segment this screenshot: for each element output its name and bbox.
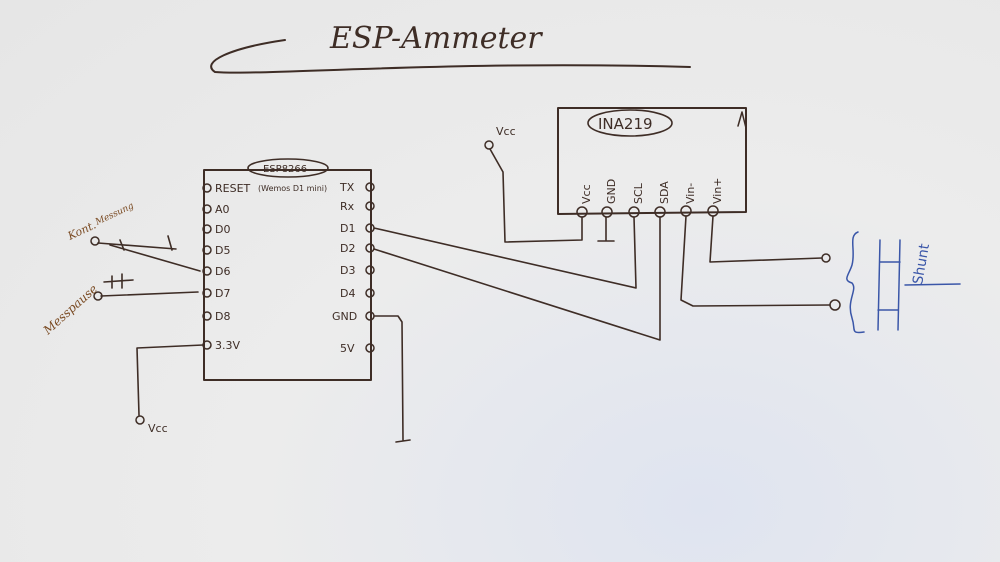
pin-label: 5V [340, 342, 355, 355]
pin-d7 [202, 288, 212, 298]
wire-button-top-d6 [109, 244, 201, 272]
ina-name-oval [587, 109, 673, 137]
ina-pin-label: Vcc [580, 184, 593, 204]
ina-pin-vin-plus [707, 205, 719, 217]
diagram-title: ESP-Ammeter [329, 21, 543, 56]
shunt: Shunt [846, 231, 961, 334]
pin-d4 [365, 288, 375, 298]
pin-label: D2 [340, 242, 355, 255]
button-top-terminal [90, 236, 100, 246]
esp-left-pins: RESET A0 D0 D5 D6 D7 D8 3.3V [202, 182, 251, 352]
pin-label: RESET [215, 182, 251, 195]
shunt-body [877, 239, 901, 331]
pin-label: 3.3V [215, 339, 240, 352]
ina-pin-label: GND [605, 179, 618, 204]
shunt-terminal-top [821, 253, 831, 263]
ina-pin-label: Vin+ [711, 177, 724, 204]
shunt-label: Shunt [910, 242, 933, 286]
esp-name: ESP8266 [263, 164, 307, 175]
pin-label: Rx [340, 200, 355, 213]
ina-pin-label: SCL [632, 182, 645, 204]
button-bottom-label: Messpause [40, 282, 100, 338]
wire-3v3-vcc [136, 344, 204, 416]
shunt-label-underline [904, 283, 961, 286]
wire-vcc-ina [489, 148, 583, 243]
pin-d6 [202, 266, 212, 276]
pin-label: GND [332, 310, 357, 323]
ina-corner-mark [737, 111, 747, 129]
esp-right-pins: TX Rx D1 D2 D3 D4 GND 5V [332, 181, 375, 355]
button-continuous: Kont. Messung [65, 201, 201, 272]
ina-pin-gnd [601, 206, 613, 218]
ina-pin-vcc [576, 206, 588, 218]
pin-d5 [202, 245, 212, 255]
pin-d2 [365, 243, 375, 253]
pin-label: D1 [340, 222, 355, 235]
esp-name-oval [247, 158, 329, 178]
pin-label: D7 [215, 287, 230, 300]
button-bottom-switch [103, 273, 134, 289]
vcc-bottom-label: Vcc [148, 422, 168, 435]
vcc-bottom-terminal [135, 415, 145, 425]
pin-label: TX [339, 181, 355, 194]
esp-gnd-wire [373, 315, 411, 443]
esp-board [203, 169, 372, 381]
pin-rx [365, 201, 375, 211]
ina-pin-scl [628, 206, 640, 218]
pin-5v [365, 343, 375, 353]
pin-label: D4 [340, 287, 355, 300]
button-top-label: Kont. [65, 218, 98, 243]
wire-d1-scl [373, 216, 637, 289]
ina-board [557, 107, 747, 215]
vcc-top-terminal [484, 140, 494, 150]
wire-button-bottom-d7 [100, 291, 199, 297]
ina-pin-label: Vin- [684, 183, 697, 204]
ina-pins: Vcc GND SCL SDA Vin- Vin+ [576, 177, 724, 218]
button-pause: Messpause [40, 273, 199, 338]
vcc-top-label: Vcc [496, 125, 516, 138]
ina-name: INA219 [598, 115, 653, 133]
ina-gnd-symbol [597, 216, 615, 242]
wire-d2-sda [373, 216, 661, 341]
pin-label: D6 [215, 265, 230, 278]
shunt-terminal-bottom [829, 299, 841, 311]
pin-label: D5 [215, 244, 230, 257]
pin-d8 [202, 311, 212, 321]
pin-label: D8 [215, 310, 230, 323]
pin-a0 [202, 204, 212, 214]
button-top-label-2: Messung [93, 201, 136, 228]
ina-pin-vin-minus [680, 205, 692, 217]
pin-reset [202, 183, 212, 193]
pin-d3 [365, 265, 375, 275]
pin-d0 [202, 224, 212, 234]
pin-tx [365, 182, 375, 192]
wire-vin-minus [680, 215, 831, 307]
pin-label: D3 [340, 264, 355, 277]
title-underline [210, 39, 691, 74]
ina-pin-label: SDA [658, 181, 671, 204]
wire-vin-plus [709, 215, 823, 263]
shunt-brace [846, 231, 865, 334]
button-top-switch [97, 235, 177, 251]
pin-label: A0 [215, 203, 230, 216]
pin-label: D0 [215, 223, 230, 236]
esp-subtitle: (Wemos D1 mini) [258, 184, 327, 193]
